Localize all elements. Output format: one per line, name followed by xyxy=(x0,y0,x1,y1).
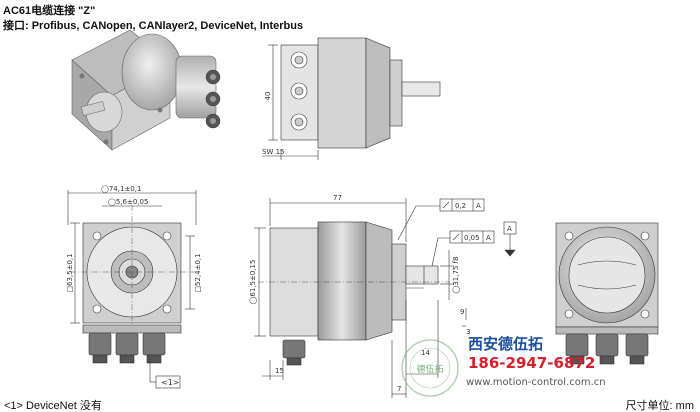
datum-a-label: A xyxy=(507,225,512,233)
tol-runout-value: 0,2 xyxy=(455,202,466,210)
dim-front-square-inner: □52,4±0,1 xyxy=(194,253,202,292)
interface-list: 接口: Profibus, CANopen, CANlayer2, Device… xyxy=(3,20,304,32)
watermark-company: 西安德伍拓 xyxy=(468,335,543,353)
dim-front-bolt-dia: ◯5,6±0,05 xyxy=(108,198,148,206)
callout-box xyxy=(155,375,181,389)
dim-front-outer-dia: ◯74,1±0,1 xyxy=(101,185,141,193)
front-view xyxy=(67,190,197,383)
dim-side-15: 15 xyxy=(275,367,284,375)
tolerance-perpendicularity xyxy=(449,230,495,244)
dim-side-key-3: 3 xyxy=(466,328,470,336)
footnote: <1> DeviceNet 没有 xyxy=(4,400,102,412)
drawing-title: AC61电缆连接 "Z" xyxy=(3,5,96,17)
watermark-seal: 德伍拓 xyxy=(416,363,443,375)
watermark-url: www.motion-control.com.cn xyxy=(466,377,606,388)
tol-perp-datum: A xyxy=(486,234,491,242)
dim-side-flange-dia: ◯61,5±0,15 xyxy=(249,260,257,305)
watermark-phone: 186-2947-6872 xyxy=(468,354,595,372)
perspective-view xyxy=(71,29,221,151)
tol-perp-value: 0,05 xyxy=(464,234,480,242)
datum-a xyxy=(503,221,517,257)
top-view xyxy=(262,37,441,160)
dim-side-shaft-dia: ◯31,75 f8 xyxy=(452,256,460,293)
side-view xyxy=(254,198,467,398)
dim-front-square-outer: □63,5±0,1 xyxy=(66,253,74,292)
dim-side-key-14: 14 xyxy=(421,349,430,357)
unit-label: 尺寸单位: mm xyxy=(625,400,694,412)
dim-top-height: 40 xyxy=(264,92,272,101)
dim-top-sw: SW 15 xyxy=(262,148,285,156)
tolerance-runout xyxy=(439,198,485,212)
dim-side-7: 7 xyxy=(397,385,401,393)
callout-label: <1> xyxy=(161,378,180,387)
rear-view xyxy=(555,222,659,365)
tol-runout-datum: A xyxy=(476,202,481,210)
dim-side-key-9: 9 xyxy=(460,308,464,316)
dim-side-length: 77 xyxy=(333,194,342,202)
watermark: 德伍拓 西安德伍拓 186-2947-6872 www.motion-contr… xyxy=(401,335,606,397)
